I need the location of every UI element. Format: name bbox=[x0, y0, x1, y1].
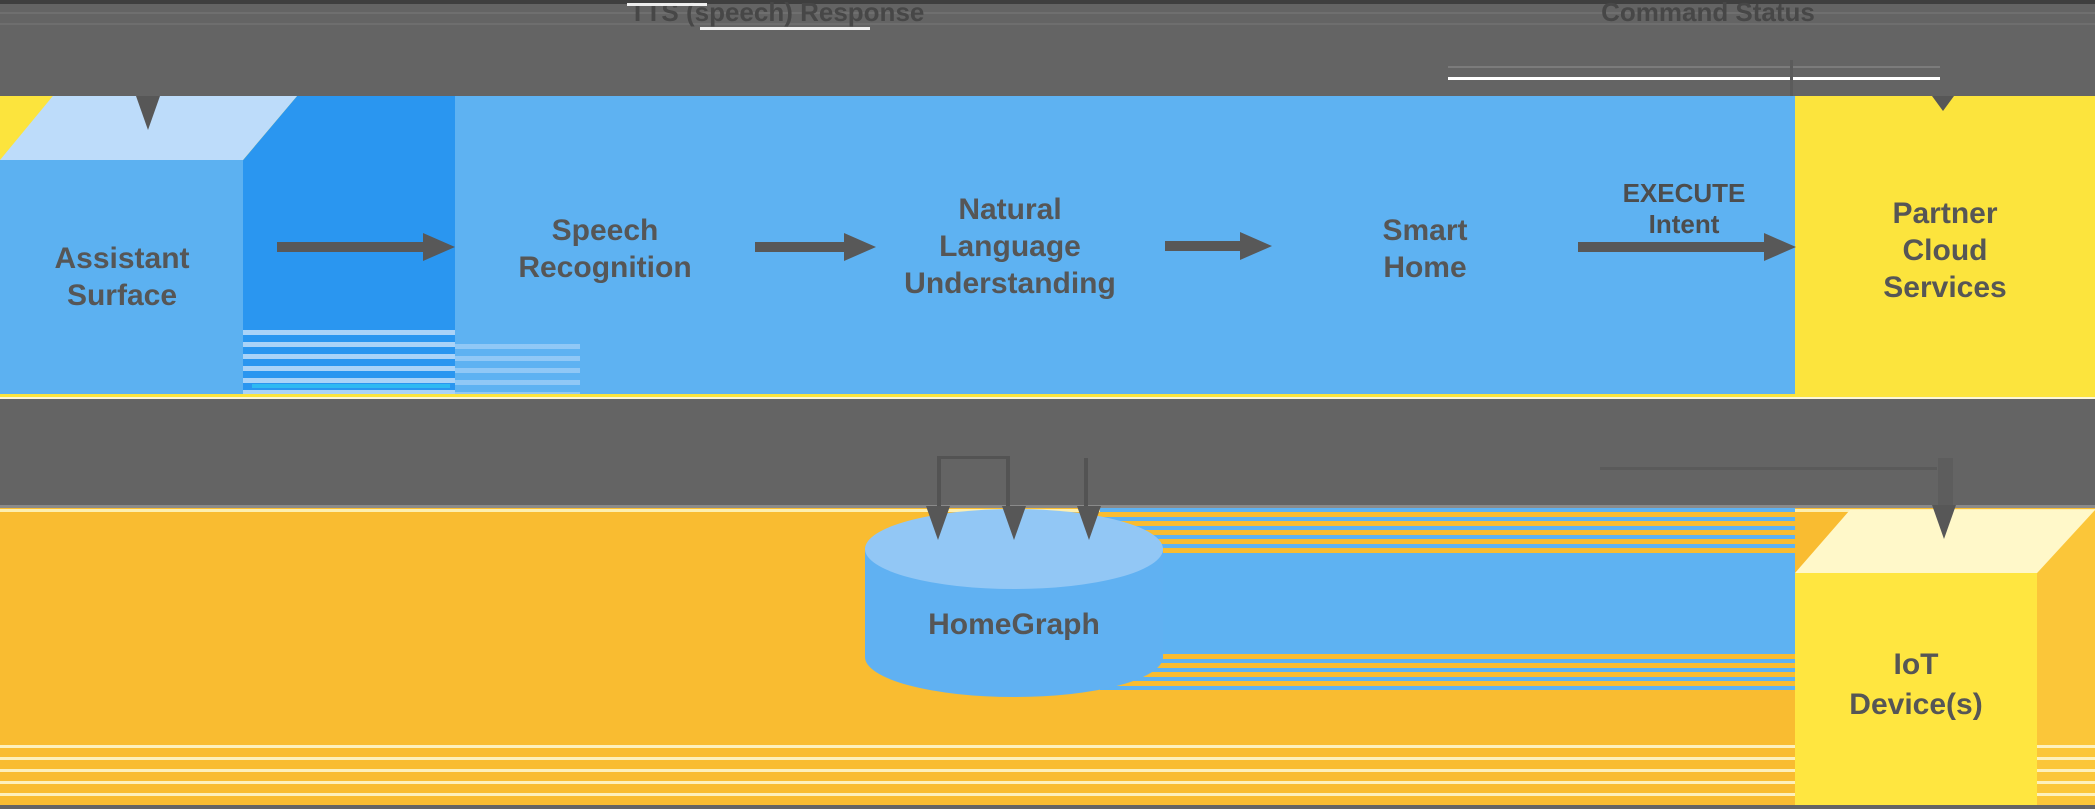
command-status-label: Command Status bbox=[1601, 0, 1815, 27]
top-band-artifact-line-1 bbox=[0, 12, 2095, 14]
top-band-edge-line bbox=[0, 0, 2095, 4]
google-assistant-box bbox=[455, 96, 1795, 394]
assistant-surface-label: Assistant Surface bbox=[54, 242, 190, 312]
arrow-sr-to-nlu-shaft bbox=[755, 242, 845, 252]
speech-recognition-label: Speech Recognition bbox=[518, 214, 692, 284]
blue-band-top-stripes bbox=[1100, 508, 1795, 555]
arrow-smarthome-to-partner-head bbox=[1764, 233, 1796, 261]
arrow-assistant-to-google-shaft bbox=[277, 242, 423, 252]
homegraph-label: HomeGraph bbox=[928, 608, 1100, 641]
top-band-artifact-line-2 bbox=[0, 23, 2095, 25]
execute-intent-label: EXECUTE Intent bbox=[1622, 178, 1746, 239]
bottom-gray-strip bbox=[0, 805, 2095, 809]
command-status-arrow-line bbox=[1448, 77, 1940, 80]
arrow-smarthome-to-partner-shaft bbox=[1578, 242, 1766, 252]
arrow-nlu-to-smarthome-head bbox=[1240, 232, 1272, 260]
partner-cloud-services-box bbox=[1795, 96, 2095, 394]
iot-arrow-artifact bbox=[1600, 467, 1937, 470]
middle-return-arrow-band bbox=[0, 399, 2095, 508]
homegraph-arrowhead-1 bbox=[926, 506, 950, 540]
mid-band-bottom-line bbox=[0, 505, 2095, 508]
lemon-divider-line bbox=[0, 394, 2095, 397]
blue-band-bottom-stripes bbox=[1100, 650, 1795, 695]
tts-artifact-line-2 bbox=[700, 27, 870, 30]
homegraph-arrow-shaft-3 bbox=[1084, 458, 1088, 506]
arrow-assistant-to-google-head bbox=[423, 233, 455, 261]
partner-cloud-services-label: Partner Cloud Services bbox=[1883, 197, 2007, 304]
iot-cube-front-face bbox=[1795, 573, 2037, 809]
arrow-nlu-to-smarthome-shaft bbox=[1165, 241, 1241, 251]
command-status-arrow-outline bbox=[1448, 66, 1940, 68]
cube-base-stripes bbox=[243, 330, 455, 394]
command-status-arrowhead bbox=[1932, 96, 1954, 111]
tts-response-arrowhead bbox=[136, 96, 160, 130]
blue-band-solid bbox=[1100, 555, 1795, 650]
box-corner-stripes bbox=[455, 344, 580, 394]
arrow-sr-to-nlu-head bbox=[844, 233, 876, 261]
cyan-artifact-line bbox=[252, 384, 450, 388]
homegraph-arrow-shaft-2 bbox=[1006, 458, 1010, 506]
bottom-stripes-right bbox=[2037, 745, 2095, 805]
top-band-seam bbox=[1790, 60, 1793, 96]
homegraph-arrowhead-3 bbox=[1077, 506, 1101, 540]
tts-artifact-line-1 bbox=[627, 3, 707, 6]
homegraph-arrow-artifact bbox=[937, 456, 1010, 459]
iot-devices-label: IoT Device(s) bbox=[1849, 648, 1983, 721]
top-return-arrow-band bbox=[0, 0, 2095, 96]
bottom-stripes-left bbox=[0, 745, 1795, 805]
homegraph-arrowhead-2 bbox=[1002, 506, 1026, 540]
natural-language-understanding-label: Natural Language Understanding bbox=[904, 193, 1116, 300]
iot-arrow-shaft bbox=[1938, 458, 1953, 506]
assistant-cube-front-face bbox=[0, 160, 243, 394]
iot-command-arrowhead bbox=[1932, 505, 1956, 539]
smart-home-label: Smart Home bbox=[1382, 214, 1468, 284]
homegraph-arrow-shaft-1 bbox=[937, 458, 941, 506]
white-hairline bbox=[0, 397, 2095, 399]
